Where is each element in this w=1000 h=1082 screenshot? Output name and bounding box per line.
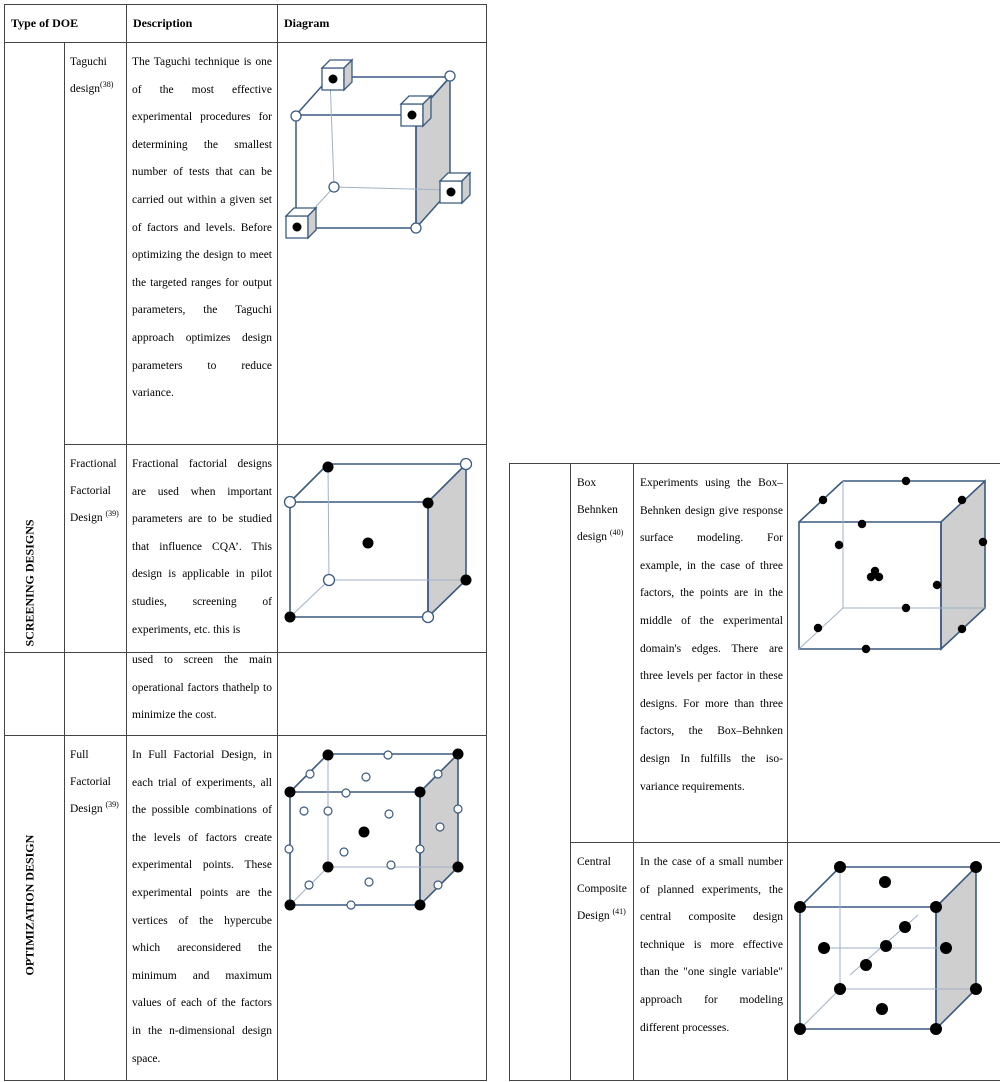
row-name-central-composite: Central Composite Design (41) bbox=[577, 849, 631, 930]
row-continuation-fractional: used to screen the main operational fact… bbox=[132, 654, 272, 722]
cube-box-behnken-diagram bbox=[798, 476, 988, 654]
group-label-optimization: OPTIMIZATION DESIGN bbox=[22, 834, 37, 976]
header-description: Description bbox=[133, 16, 193, 30]
cube-fractional-factorial-diagram bbox=[283, 457, 473, 624]
row-name-fractional: Fractional Factorial Design (39) bbox=[70, 451, 124, 532]
taguchi-name-text: Taguchi design bbox=[70, 56, 107, 95]
taguchi-ref: (38) bbox=[100, 80, 114, 90]
row-description-full: In Full Factorial Design, in each trial … bbox=[132, 749, 272, 1065]
fractional-name-text: Fractional Factorial Design bbox=[70, 458, 117, 524]
full-ref: (39) bbox=[105, 800, 119, 810]
cube-full-factorial-diagram bbox=[284, 748, 464, 911]
row-name-full: Full Factorial Design (39) bbox=[70, 742, 124, 823]
header-type-of-doe: Type of DOE bbox=[11, 16, 79, 30]
cube-central-composite-diagram bbox=[794, 861, 982, 1035]
header-diagram: Diagram bbox=[284, 16, 330, 30]
row-description-central-composite: In the case of a small number of planned… bbox=[640, 856, 783, 1034]
group-label-screening: SCREENING DESIGNS bbox=[22, 519, 37, 647]
box-ref: (40) bbox=[609, 528, 624, 538]
row-name-taguchi: Taguchi design(38) bbox=[70, 49, 124, 103]
row-description-box-behnken: Experiments using the Box–Behnken design… bbox=[640, 477, 783, 793]
row-name-box-behnken: Box Behnken design (40) bbox=[577, 470, 631, 551]
fractional-ref: (39) bbox=[105, 509, 119, 519]
cube-taguchi-diagram bbox=[284, 58, 472, 240]
box-name-text: Box Behnken design bbox=[577, 477, 618, 543]
row-description-fractional: Fractional factorial designs are used wh… bbox=[132, 458, 272, 636]
ccd-name-text: Central Composite Design bbox=[577, 856, 627, 922]
full-name-text: Full Factorial Design bbox=[70, 749, 111, 815]
taguchi-boxes bbox=[284, 58, 472, 240]
row-description-taguchi: The Taguchi technique is one of the most… bbox=[132, 56, 272, 400]
ccd-ref: (41) bbox=[612, 907, 626, 917]
